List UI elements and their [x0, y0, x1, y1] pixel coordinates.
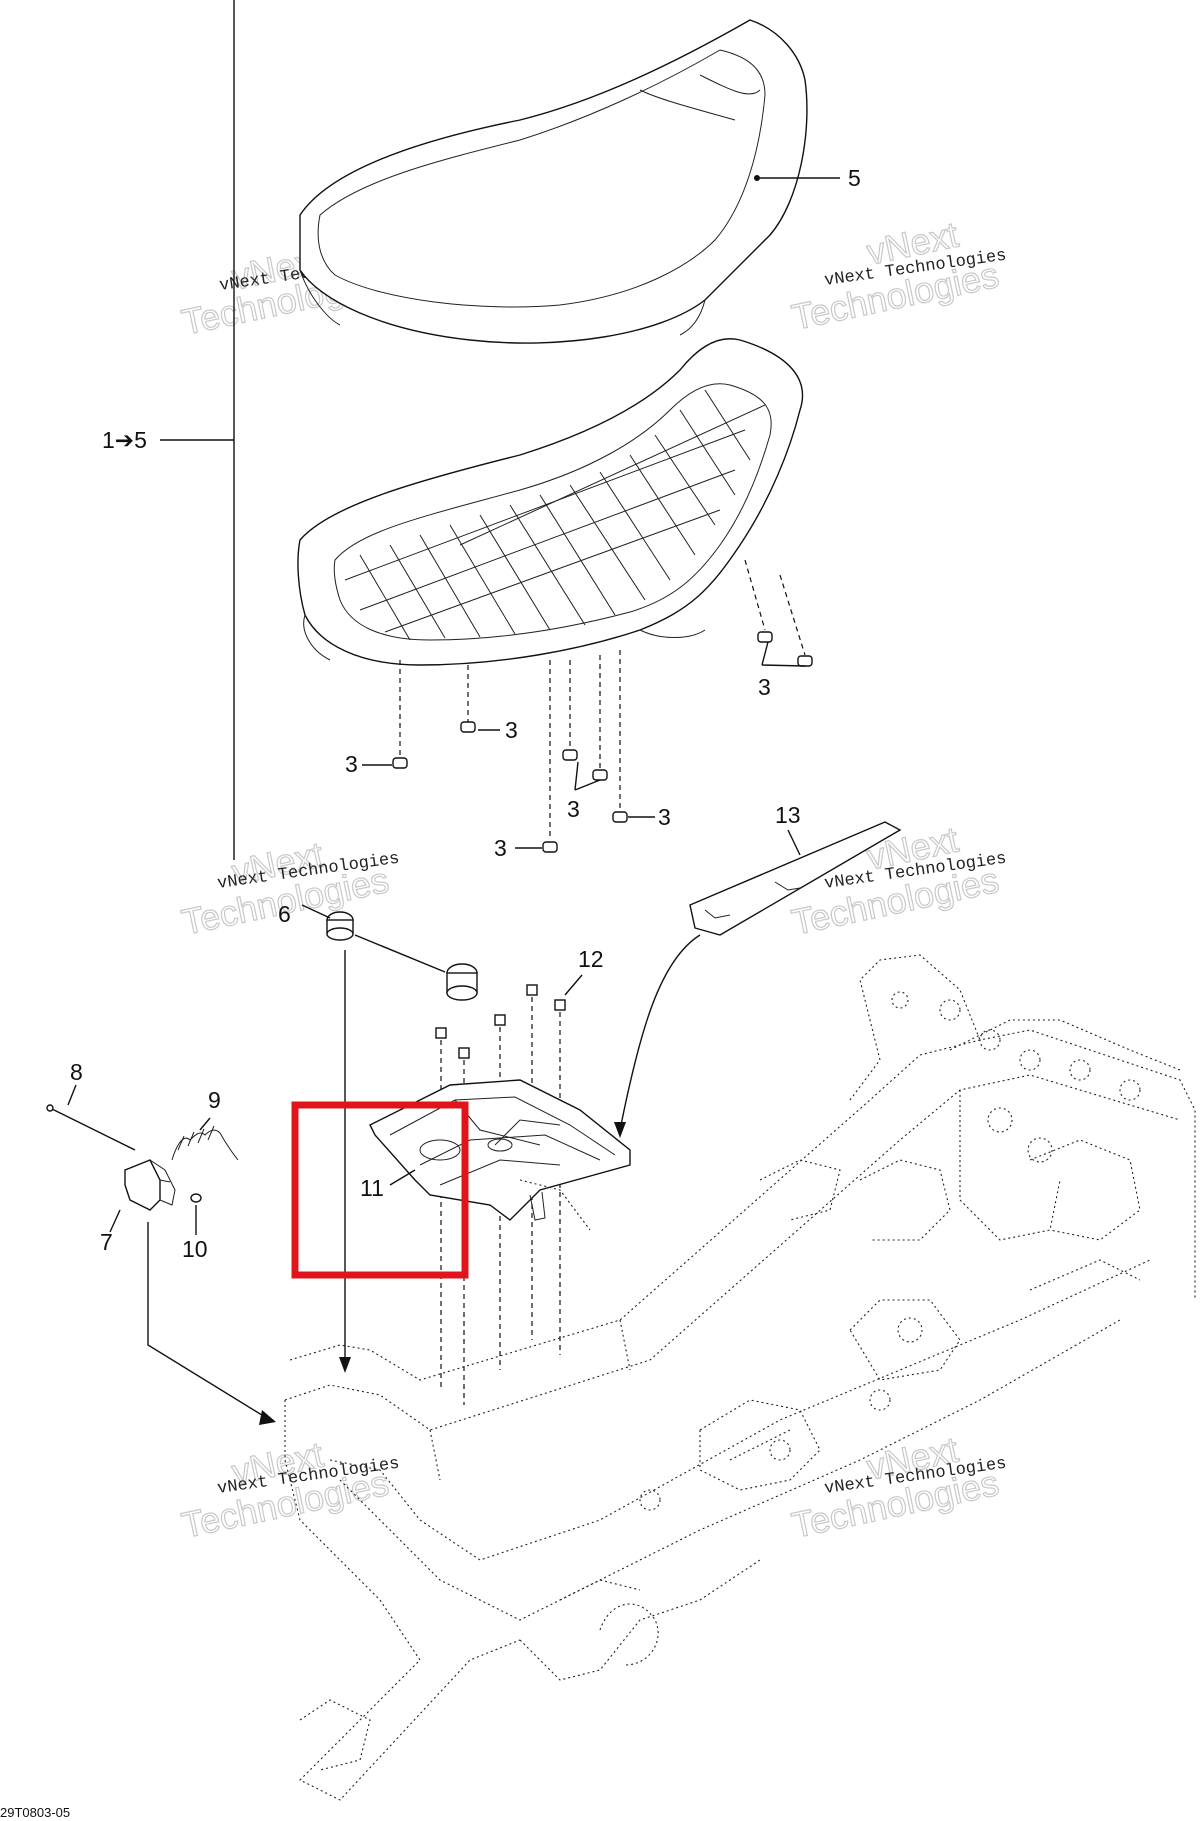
callout-11: 11 — [360, 1175, 384, 1201]
callout-3d: 3 — [658, 804, 671, 830]
callout-6: 6 — [278, 901, 291, 927]
watermark-bottom-left: vNext vNext Technologies Technologies — [178, 1433, 401, 1546]
leader-12 — [564, 974, 583, 996]
callout-3a: 3 — [345, 751, 358, 777]
callout-3c: 3 — [567, 796, 580, 822]
grommet-part-6 — [326, 911, 478, 1001]
drawing-code: 29T0803-05 — [0, 1805, 70, 1820]
watermark-top-right: vNext vNext Technologies Technologies — [788, 213, 1008, 338]
link-6 — [354, 934, 446, 973]
arrow-7 — [147, 1222, 271, 1421]
leader-3f — [761, 641, 806, 667]
arrow-13 — [619, 934, 701, 1131]
callout-7: 7 — [100, 1229, 113, 1255]
leader-8 — [67, 1084, 77, 1106]
watermark-bottom-right: vNext vNext Technologies Technologies — [788, 1428, 1008, 1546]
seat-base-part — [297, 338, 804, 666]
callout-10: 10 — [182, 1236, 208, 1262]
callout-1-to-5: 1➔5 — [102, 427, 147, 453]
leader-7 — [109, 1209, 121, 1233]
plate-part-11 — [369, 1079, 631, 1221]
callout-3f: 3 — [758, 674, 771, 700]
callout-3b: 3 — [505, 717, 518, 743]
strip-part-13 — [689, 821, 902, 936]
leader-11 — [389, 1169, 416, 1186]
bracket-part-7 — [124, 1159, 176, 1211]
callout-8: 8 — [70, 1059, 83, 1085]
highlight-box-part-11 — [291, 1101, 469, 1279]
callout-3e: 3 — [494, 835, 507, 861]
spring-part-9 — [171, 1125, 239, 1161]
leader-3c — [574, 761, 601, 791]
seat-cover-part — [299, 19, 808, 344]
seat-base-fasteners — [392, 559, 813, 853]
assembly-bracket — [160, 0, 235, 860]
rod-part-8 — [46, 1104, 136, 1151]
callout-5: 5 — [848, 165, 861, 191]
leader-6 — [301, 904, 331, 919]
callout-12: 12 — [578, 946, 604, 972]
leader-13 — [787, 829, 801, 856]
frame-chassis — [284, 954, 1196, 1801]
callout-13: 13 — [775, 802, 801, 828]
callout-9: 9 — [208, 1087, 221, 1113]
watermark-mid-right: vNext vNext Technologies Technologies — [788, 818, 1008, 943]
washer-part-10 — [190, 1193, 202, 1203]
leader-9 — [199, 1117, 211, 1131]
